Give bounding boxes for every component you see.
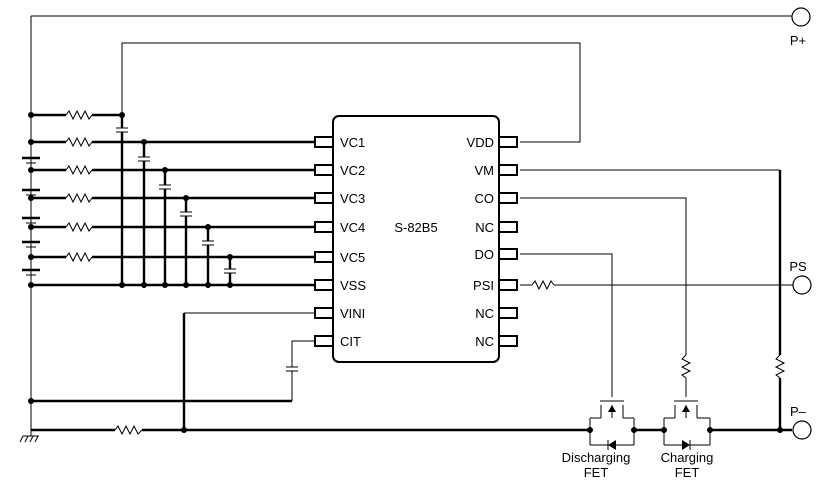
terminal-label-p-minus: P– [790, 404, 807, 419]
pin-label-vc1: VC1 [340, 135, 365, 150]
ic-part-name: S-82B5 [394, 220, 437, 235]
junction-dots [28, 112, 233, 433]
terminal-p-plus [791, 7, 811, 27]
pin-label-co: CO [475, 191, 495, 206]
discharging-fet-label-line2: FET [584, 465, 609, 480]
vm-line [520, 169, 786, 430]
terminal-p-minus [792, 420, 812, 440]
charging-fet-label-line2: FET [675, 465, 700, 480]
pin-label-vc2: VC2 [340, 163, 365, 178]
pin-label-nc-1: NC [475, 220, 494, 235]
ground-icon [19, 430, 39, 443]
ic-right-pins [498, 136, 518, 347]
co-line [520, 197, 692, 397]
pin-label-vdd: VDD [467, 135, 494, 150]
pin-label-vss: VSS [340, 278, 366, 293]
terminal-label-ps: PS [789, 259, 807, 274]
pin-label-vini: VINI [340, 306, 365, 321]
pin-label-do: DO [475, 247, 495, 262]
charging-fet [663, 400, 711, 450]
discharging-fet [589, 400, 664, 450]
do-line [520, 253, 613, 397]
pin-label-vm: VM [475, 163, 495, 178]
discharging-fet-label-line1: Discharging [562, 450, 631, 465]
pin-label-psi: PSI [473, 278, 494, 293]
pin-label-nc-3: NC [475, 334, 494, 349]
charging-fet-label-line1: Charging [661, 450, 714, 465]
terminal-label-p-plus: P+ [790, 33, 806, 48]
psi-line [520, 279, 795, 291]
cit-capacitor [31, 340, 315, 403]
ic-body [332, 115, 500, 363]
p-minus-resistor [114, 424, 143, 436]
terminal-ps [792, 275, 812, 295]
pin-label-vc4: VC4 [340, 220, 365, 235]
fet-junction-dots [587, 427, 783, 433]
pin-label-nc-2: NC [475, 306, 494, 321]
cell-tap-network [31, 42, 581, 287]
vini-line [182, 312, 315, 430]
filter-capacitors [116, 115, 236, 285]
pin-label-vc5: VC5 [340, 250, 365, 265]
pin-label-vc3: VC3 [340, 191, 365, 206]
ic-left-pins [314, 136, 334, 347]
pin-label-cit: CIT [340, 334, 361, 349]
